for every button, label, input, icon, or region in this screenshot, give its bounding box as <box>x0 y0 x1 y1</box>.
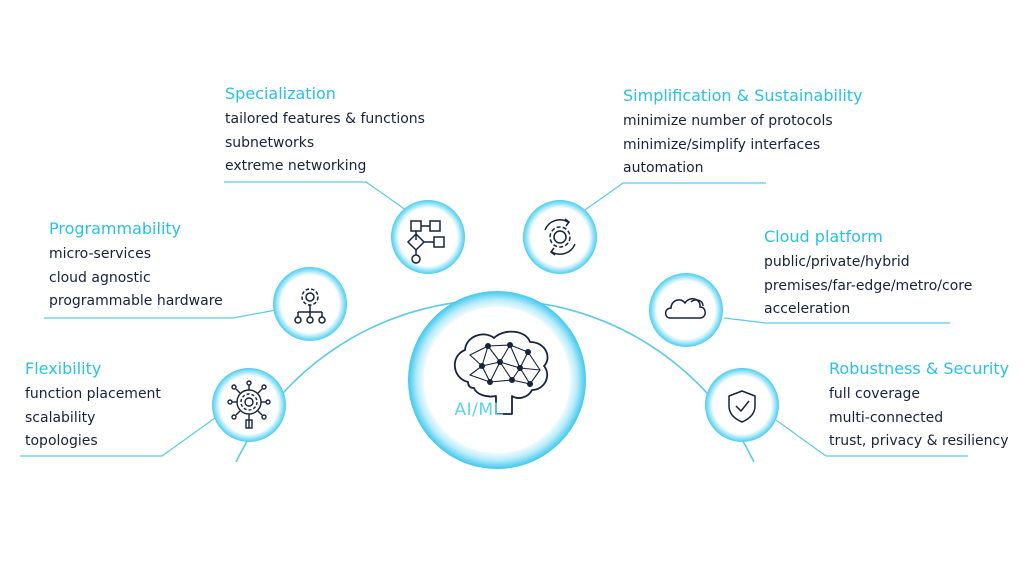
connector-robustness <box>775 419 968 457</box>
specialization-item: extreme networking <box>225 158 367 174</box>
specialization-item: tailored features & functions <box>225 111 425 127</box>
block-cloud: Cloud platform public/private/hybrid pre… <box>764 227 972 322</box>
node-cloud <box>649 273 723 347</box>
cloud-title: Cloud platform <box>764 227 883 246</box>
connector-cloud <box>723 317 950 324</box>
programmability-title: Programmability <box>49 219 182 238</box>
simplification-item: automation <box>623 160 704 176</box>
node-robustness <box>705 368 779 442</box>
center-label: AI/ML <box>454 400 504 420</box>
simplification-item: minimize number of protocols <box>623 113 833 129</box>
connector-lines <box>20 181 968 457</box>
connector-flexibility <box>20 417 216 457</box>
flowchart-icon <box>406 220 445 264</box>
brain-network-icon <box>453 330 549 415</box>
programmability-item: cloud agnostic <box>49 269 151 286</box>
robustness-item: multi-connected <box>829 409 944 426</box>
programmability-item: programmable hardware <box>49 293 223 309</box>
connector-specialization <box>224 181 407 211</box>
simplification-title: Simplification & Sustainability <box>623 86 863 105</box>
node-flexibility <box>212 368 286 442</box>
node-simplification <box>523 200 597 274</box>
gear-magnifier-icon <box>227 380 271 429</box>
gear-cycle-icon <box>544 218 576 256</box>
block-specialization: Specialization tailored features & funct… <box>225 84 425 179</box>
shield-check-icon <box>728 390 756 423</box>
block-flexibility: Flexibility function placement scalabili… <box>25 359 161 454</box>
cloud-item: premises/far-edge/metro/core <box>764 277 973 294</box>
block-simplification: Simplification & Sustainability minimize… <box>623 86 863 181</box>
specialization-item: subnetworks <box>225 134 315 151</box>
center-node <box>408 291 586 469</box>
flexibility-title: Flexibility <box>25 359 102 378</box>
robustness-item: full coverage <box>829 386 921 402</box>
robustness-item: trust, privacy & resiliency <box>829 433 1009 449</box>
connector-simplification <box>584 182 766 211</box>
node-specialization <box>391 200 465 274</box>
block-robustness: Robustness & Security full coverage mult… <box>829 359 1009 454</box>
simplification-item: minimize/simplify interfaces <box>623 136 821 153</box>
block-programmability: Programmability micro-services cloud agn… <box>49 219 223 314</box>
specialization-title: Specialization <box>225 84 336 103</box>
programmability-item: micro-services <box>49 246 151 262</box>
node-programmability <box>273 267 347 341</box>
cloud-item: public/private/hybrid <box>764 254 910 270</box>
flexibility-item: topologies <box>25 433 98 449</box>
flexibility-item: function placement <box>25 386 161 402</box>
robustness-title: Robustness & Security <box>829 359 1010 378</box>
gear-network-icon <box>294 288 326 324</box>
cloud-icon <box>664 298 706 319</box>
flexibility-item: scalability <box>25 409 96 426</box>
connector-programmability <box>44 309 277 319</box>
cloud-item: acceleration <box>764 301 851 317</box>
